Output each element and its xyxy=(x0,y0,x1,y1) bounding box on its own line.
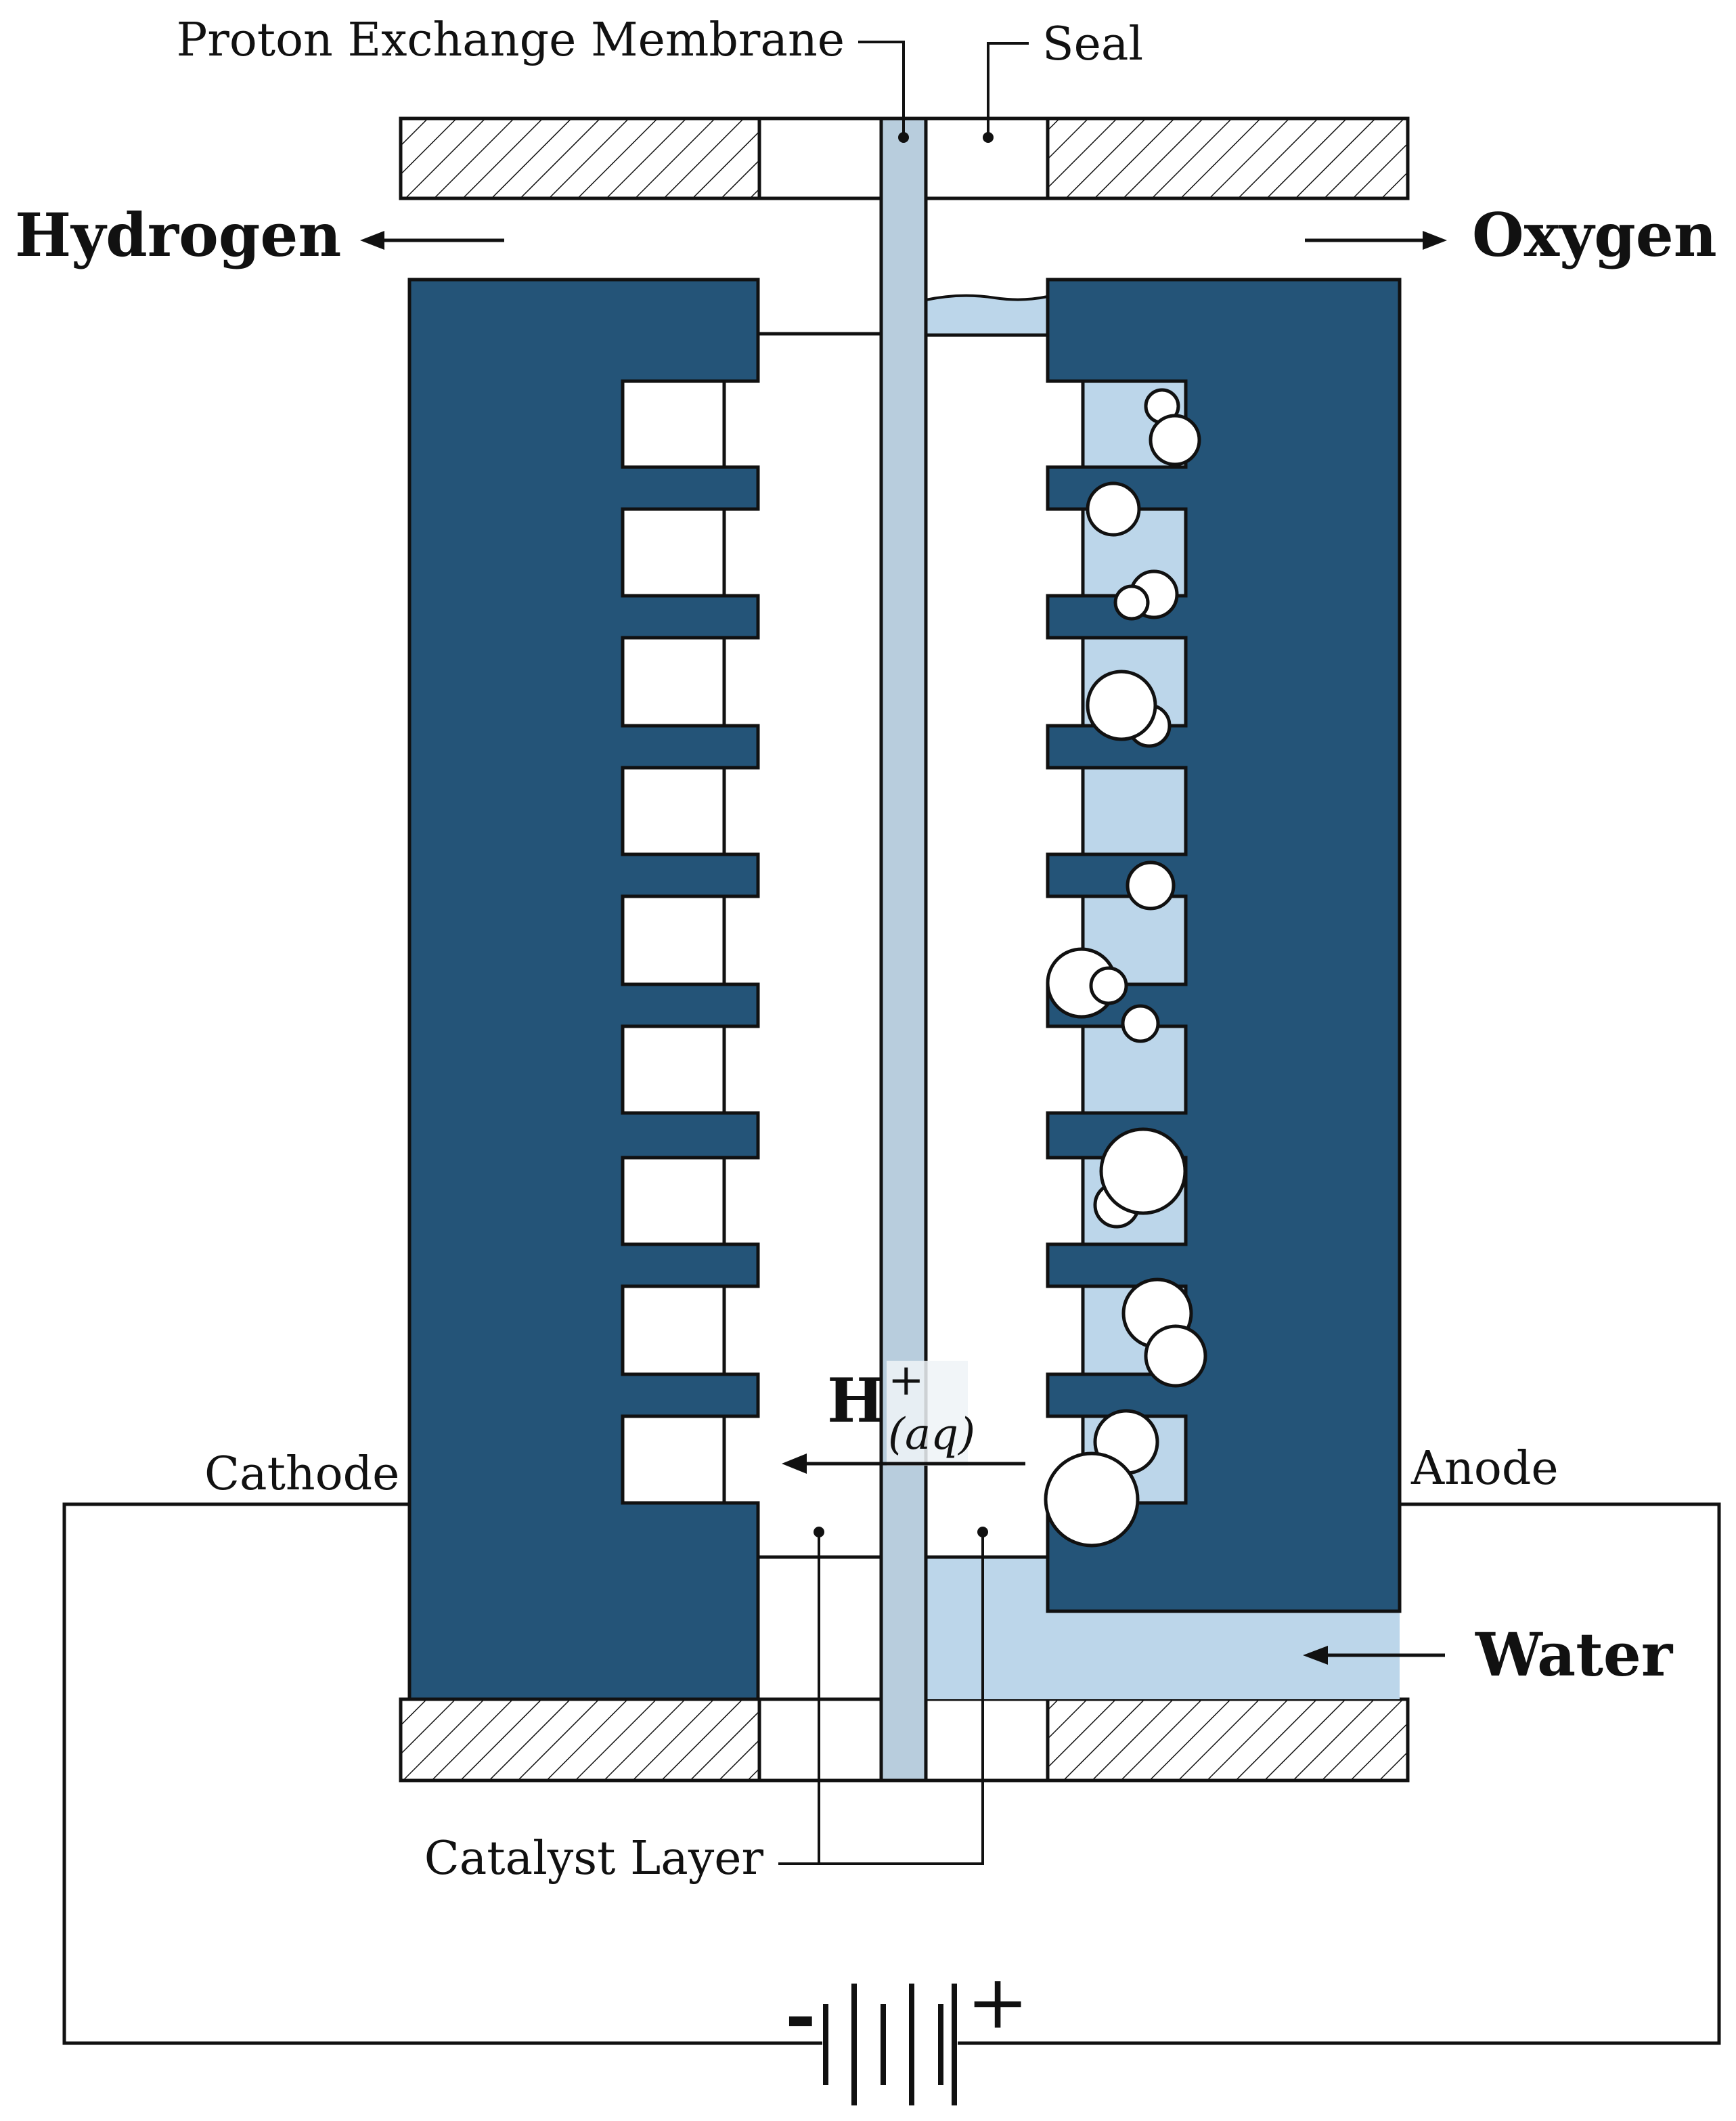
catalyst-callout: Catalyst Layer xyxy=(424,1527,988,1885)
membrane-label: Proton Exchange Membrane xyxy=(177,14,845,67)
top-left-seal xyxy=(757,116,883,200)
arrow-right-icon xyxy=(1423,231,1447,250)
bubble-icon xyxy=(1044,1451,1140,1548)
ion-symbol: H xyxy=(827,1365,885,1437)
ion-state: (aq) xyxy=(888,1409,975,1460)
battery-plus-label: + xyxy=(966,1959,1029,2045)
oxygen-label: Oxygen xyxy=(1472,200,1717,270)
bottom-left-hatched-plate xyxy=(399,1697,761,1783)
bubble-icon xyxy=(1149,414,1201,466)
bubble-icon xyxy=(1089,966,1128,1005)
cathode-electrode xyxy=(407,278,760,1701)
oxygen-bubbles xyxy=(1044,388,1207,1548)
bubble-icon xyxy=(1086,481,1141,537)
membrane-callout: Proton Exchange Membrane xyxy=(177,14,909,143)
battery-icon: - + xyxy=(785,1959,1029,2105)
arrow-left-icon xyxy=(782,1453,807,1474)
water-top-gap xyxy=(925,294,1049,336)
bottom-right-seal xyxy=(924,1697,1050,1783)
top-right-hatched-plate xyxy=(1046,116,1410,200)
catalyst-label: Catalyst Layer xyxy=(424,1832,764,1885)
bubble-icon xyxy=(1126,860,1176,911)
bubble-icon xyxy=(1144,1324,1207,1388)
bubble-icon xyxy=(1086,670,1157,741)
hydrogen-label: Hydrogen xyxy=(15,200,341,270)
proton-flow: H + (aq) xyxy=(782,1355,1025,1474)
top-left-hatched-plate xyxy=(399,116,761,200)
seal-callout: Seal xyxy=(983,18,1143,143)
arrow-left-icon xyxy=(1303,1646,1328,1665)
cathode-label: Cathode xyxy=(204,1447,399,1501)
ion-charge: + xyxy=(888,1355,925,1405)
external-circuit: Cathode Anode xyxy=(62,1442,1721,2045)
bubble-icon xyxy=(1113,584,1150,621)
seal-label: Seal xyxy=(1042,18,1143,71)
water-label: Water xyxy=(1475,1619,1674,1690)
bottom-right-hatched-plate xyxy=(1046,1697,1410,1783)
water-inlet: Water xyxy=(1303,1619,1674,1690)
anode-label: Anode xyxy=(1410,1442,1559,1495)
oxygen-outlet: Oxygen xyxy=(1305,200,1717,270)
arrow-left-icon xyxy=(360,231,384,250)
bubble-icon xyxy=(1121,1004,1160,1043)
proton-exchange-membrane xyxy=(879,116,928,1783)
battery-minus-label: - xyxy=(785,1971,816,2059)
bubble-icon xyxy=(1099,1127,1187,1215)
hydrogen-outlet: Hydrogen xyxy=(15,200,504,270)
